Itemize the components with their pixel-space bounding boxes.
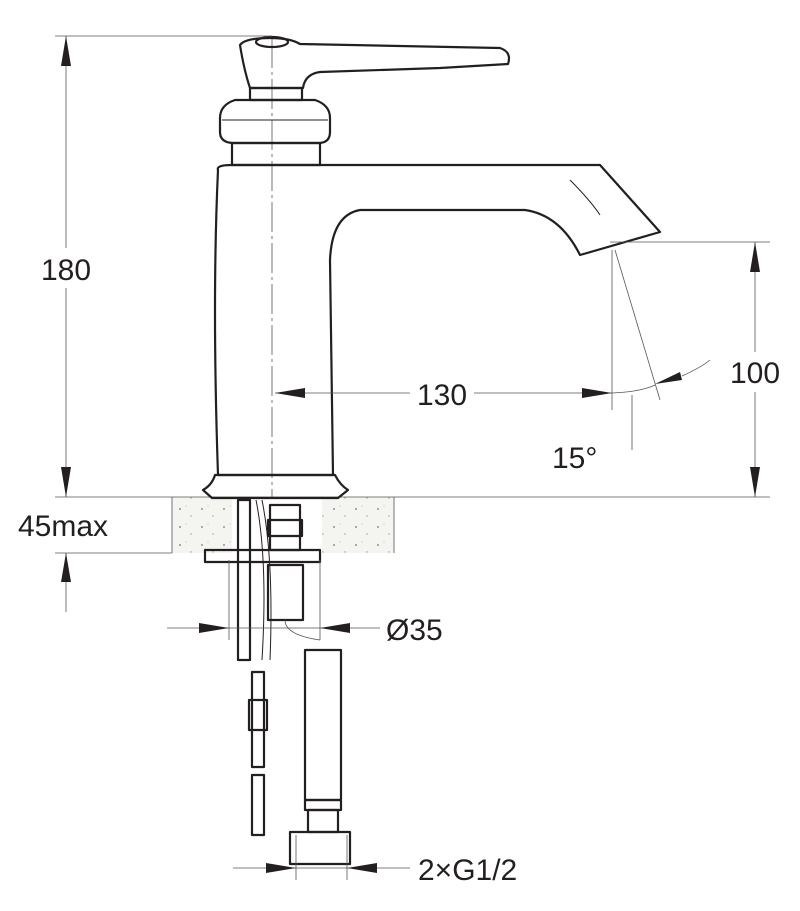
dimension-height-total: 180: [36, 35, 272, 497]
counter-thickness-label: 45max: [18, 510, 108, 543]
height-total-label: 180: [41, 254, 91, 287]
dimension-hole-diameter: Ø35: [167, 560, 443, 647]
connections-label: 2×G1/2: [418, 854, 517, 887]
faucet-body: [201, 35, 662, 500]
dimension-spout-height: 100: [610, 241, 784, 497]
dimension-connections: 2×G1/2: [233, 835, 517, 887]
dimension-counter-thickness: 45max: [18, 510, 108, 612]
mounting-parts: [203, 498, 352, 866]
dimension-spout-reach: 130: [275, 250, 613, 414]
dimension-spout-angle: 15°: [552, 249, 711, 475]
hole-diameter-label: Ø35: [386, 614, 443, 647]
spout-angle-label: 15°: [552, 442, 597, 475]
spout-height-label: 100: [730, 357, 780, 390]
countertop: [55, 496, 770, 554]
spout-reach-label: 130: [417, 379, 467, 412]
